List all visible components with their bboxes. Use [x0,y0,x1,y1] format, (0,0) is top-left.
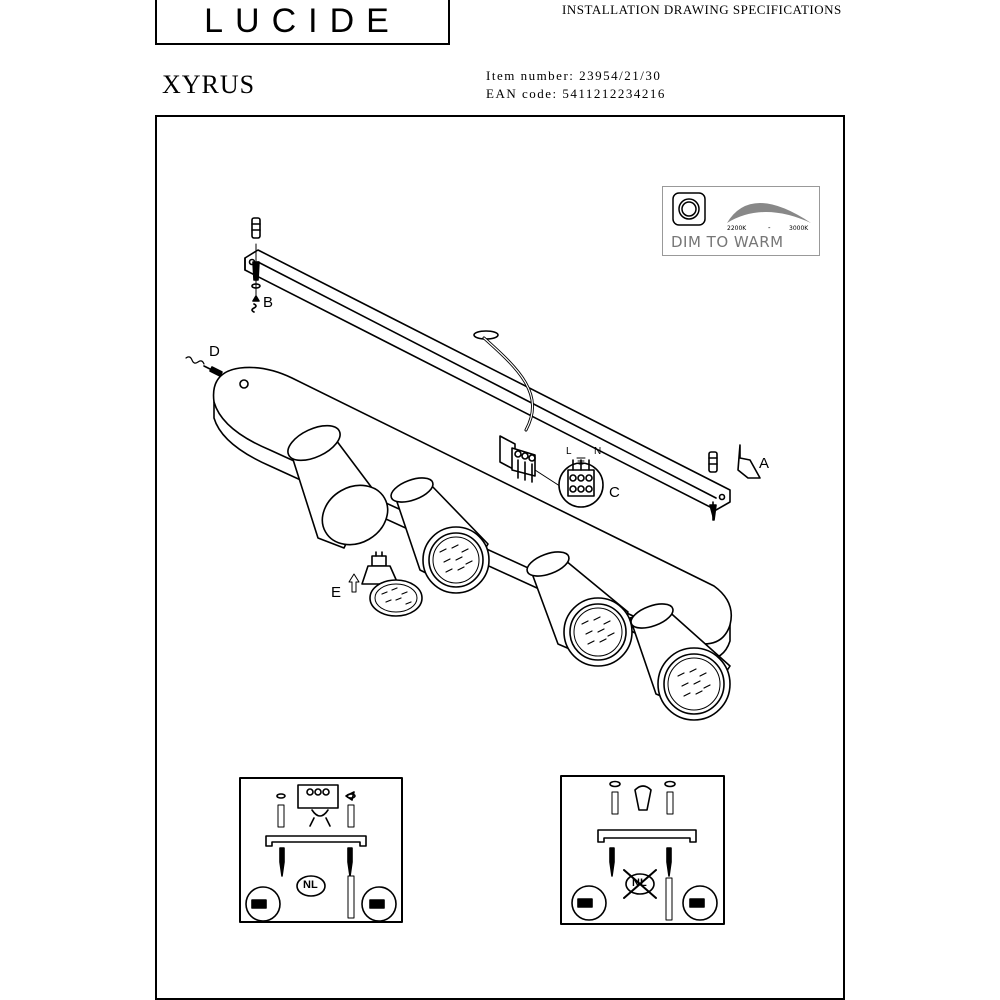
document-title: INSTALLATION DRAWING SPECIFICATIONS [562,2,842,17]
mounting-bracket [244,249,731,511]
spot-3 [526,551,633,667]
terminal-label-l: L [566,446,572,457]
inset-not-allowed [560,775,725,925]
power-cable [473,330,535,432]
callout-a: A [759,455,770,472]
item-number: Item number: 23954/21/30 [486,68,662,83]
inset-allowed [239,777,403,923]
screw-a-icon [708,444,761,521]
terminal-label-n: N [594,446,602,457]
product-name: XYRUS [162,70,256,99]
dtw-range-low: 2200K [727,225,747,232]
terminal-detail-c [558,457,604,508]
dim-to-warm-text: DIM TO WARM [671,233,784,251]
fixture-base [212,366,733,661]
drawing-frame [155,115,845,1000]
brand-logo: LUCIDE [155,0,450,45]
callout-e: E [331,584,342,601]
callout-c: C [609,484,620,501]
gu10-bulb-e-icon [348,551,423,617]
inset-left-badge: NL [303,879,318,891]
terminal-block [499,435,567,491]
ean-code: EAN code: 5411212234216 [486,86,666,101]
dimmer-icon [672,192,706,226]
spot-1 [287,424,389,549]
callout-b: B [263,294,274,311]
inset-right-badge: NL [632,877,647,889]
warm-arc-icon [727,203,811,223]
dtw-range-sep: - [768,224,771,232]
spot-2 [390,477,490,594]
callout-d: D [209,343,220,360]
screw-b-icon [251,217,261,313]
logo-text: LUCIDE [204,2,401,40]
dim-to-warm-badge: 2200K - 3000K DIM TO WARM [662,186,820,256]
spot-4 [629,603,731,721]
dtw-range-high: 3000K [789,225,809,232]
